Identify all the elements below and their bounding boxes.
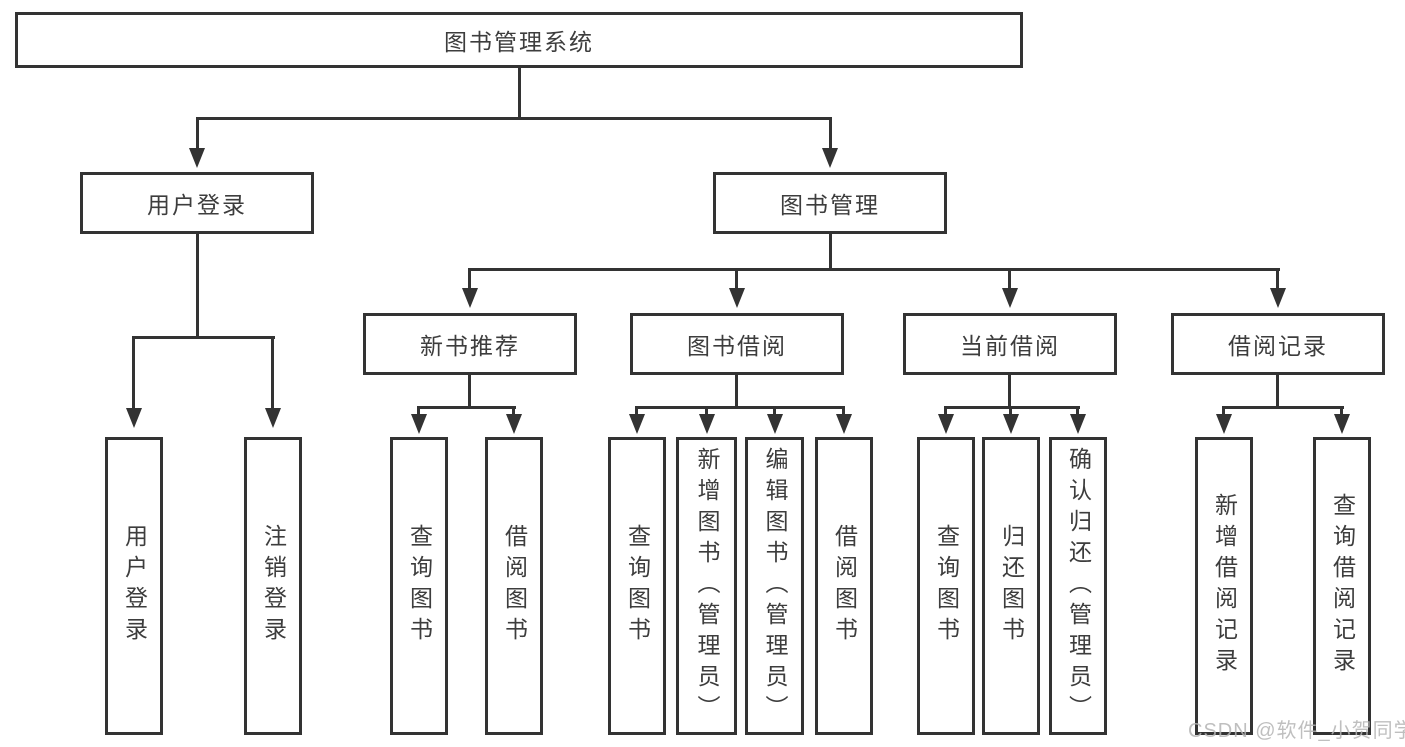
arrow-down-icon — [1216, 414, 1232, 434]
leaf-edit-book-admin: 编辑图书（管理员） — [745, 437, 804, 735]
connector-line — [1276, 270, 1279, 290]
connector-line — [829, 118, 832, 152]
leaf-add-book-admin: 新增图书（管理员） — [676, 437, 737, 735]
arrow-down-icon — [1003, 414, 1019, 434]
node-label: 确认归还（管理员） — [1065, 446, 1092, 726]
arrow-down-icon — [1002, 288, 1018, 308]
node-label: 借阅图书 — [501, 524, 528, 648]
leaf-confirm-return-admin: 确认归还（管理员） — [1049, 437, 1107, 735]
connector-line — [132, 337, 135, 410]
connector-line — [1008, 375, 1011, 408]
connector-line — [468, 375, 471, 408]
connector-line — [1009, 408, 1012, 416]
node-label: 图书借阅 — [687, 333, 787, 359]
arrow-down-icon — [265, 408, 281, 428]
leaf-query-borrow-record: 查询借阅记录 — [1313, 437, 1371, 735]
node-label: 注销登录 — [260, 524, 287, 648]
node-current-borrow: 当前借阅 — [903, 313, 1117, 375]
connector-line — [773, 408, 776, 416]
node-label: 新书推荐 — [420, 333, 520, 359]
leaf-query-book-recommend: 查询图书 — [390, 437, 448, 735]
leaf-user-login: 用户登录 — [105, 437, 163, 735]
connector-line — [1276, 375, 1279, 408]
arrow-down-icon — [836, 414, 852, 434]
arrow-down-icon — [729, 288, 745, 308]
connector-line — [635, 406, 845, 409]
node-label: 当前借阅 — [960, 333, 1060, 359]
node-label: 新增图书（管理员） — [694, 446, 720, 726]
connector-line — [1076, 408, 1079, 416]
connector-line — [635, 408, 638, 416]
node-label: 用户登录 — [121, 524, 148, 648]
connector-line — [468, 268, 1280, 271]
arrow-down-icon — [1070, 414, 1086, 434]
arrow-down-icon — [629, 414, 645, 434]
arrow-down-icon — [699, 414, 715, 434]
node-system-root: 图书管理系统 — [15, 12, 1023, 68]
arrow-down-icon — [189, 148, 205, 168]
csdn-watermark: CSDN @软件_小贺同学 — [1188, 720, 1405, 742]
connector-line — [468, 270, 471, 290]
connector-line — [705, 408, 708, 416]
node-label: 新增借阅记录 — [1211, 493, 1238, 679]
connector-line — [196, 118, 199, 152]
leaf-query-book-current: 查询图书 — [917, 437, 975, 735]
connector-line — [512, 408, 515, 416]
node-label: 查询图书 — [406, 524, 433, 648]
connector-line — [417, 408, 420, 416]
node-label: 编辑图书（管理员） — [762, 446, 788, 726]
node-label: 借阅图书 — [831, 524, 858, 648]
connector-line — [271, 337, 274, 410]
leaf-borrow-book: 借阅图书 — [815, 437, 873, 735]
arrow-down-icon — [126, 408, 142, 428]
connector-line — [842, 408, 845, 416]
arrow-down-icon — [938, 414, 954, 434]
leaf-borrow-book-recommend: 借阅图书 — [485, 437, 543, 735]
connector-line — [1008, 270, 1011, 290]
node-label: 图书管理系统 — [444, 29, 594, 55]
leaf-add-borrow-record: 新增借阅记录 — [1195, 437, 1253, 735]
connector-line — [735, 375, 738, 408]
arrow-down-icon — [767, 414, 783, 434]
connector-line — [735, 270, 738, 290]
node-book-borrow: 图书借阅 — [630, 313, 844, 375]
connector-line — [132, 336, 275, 339]
connector-line — [196, 234, 199, 338]
node-label: 查询图书 — [933, 524, 960, 648]
leaf-query-book-borrow: 查询图书 — [608, 437, 666, 735]
node-user-login: 用户登录 — [80, 172, 314, 234]
connector-line — [1340, 408, 1343, 416]
connector-line — [417, 406, 516, 409]
connector-line — [944, 406, 1080, 409]
arrow-down-icon — [411, 414, 427, 434]
node-label: 借阅记录 — [1228, 333, 1328, 359]
connector-line — [829, 234, 832, 271]
node-label: 查询借阅记录 — [1329, 493, 1356, 679]
node-label: 归还图书 — [998, 524, 1025, 648]
arrow-down-icon — [1270, 288, 1286, 308]
connector-line — [518, 68, 521, 119]
node-label: 用户登录 — [147, 192, 247, 218]
arrow-down-icon — [822, 148, 838, 168]
node-book-management: 图书管理 — [713, 172, 947, 234]
node-label: 图书管理 — [780, 192, 880, 218]
arrow-down-icon — [506, 414, 522, 434]
node-label: 查询图书 — [624, 524, 651, 648]
leaf-return-book: 归还图书 — [982, 437, 1040, 735]
connector-line — [944, 408, 947, 416]
connector-line — [1222, 406, 1344, 409]
arrow-down-icon — [1334, 414, 1350, 434]
node-borrow-records: 借阅记录 — [1171, 313, 1385, 375]
leaf-logout: 注销登录 — [244, 437, 302, 735]
connector-line — [196, 117, 832, 120]
connector-line — [1222, 408, 1225, 416]
arrow-down-icon — [462, 288, 478, 308]
node-new-book-recommend: 新书推荐 — [363, 313, 577, 375]
